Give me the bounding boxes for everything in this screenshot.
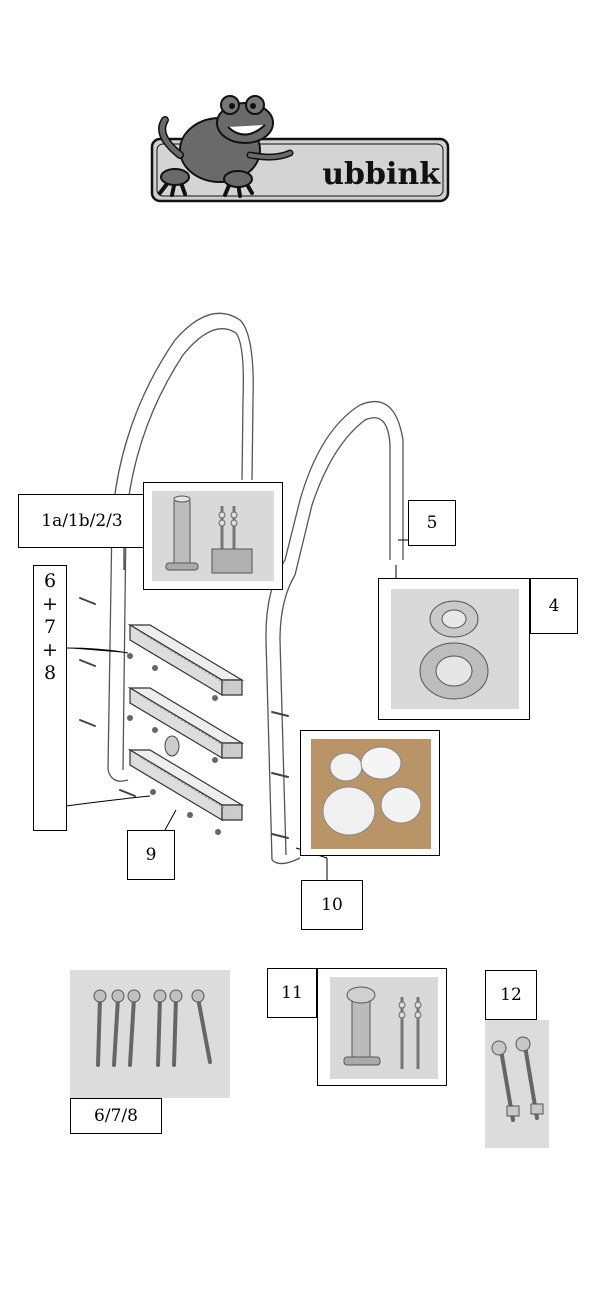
photo-tube-and-anchors xyxy=(152,491,274,581)
label-6-7-8-stack: 6 + 7 + 8 xyxy=(33,565,67,831)
stack-6: 6 xyxy=(43,570,57,592)
brand-text: ubbink xyxy=(322,157,440,192)
frog-icon xyxy=(150,95,300,200)
photo-frame-11 xyxy=(317,968,447,1086)
photo-escutcheons xyxy=(391,589,519,709)
label-4: 4 xyxy=(530,578,578,634)
stack-7: 7 xyxy=(43,616,57,638)
label-9: 9 xyxy=(127,830,175,880)
photo-frame-1a-1b-2-3 xyxy=(143,482,283,590)
stack-8: 8 xyxy=(43,662,57,684)
label-12: 12 xyxy=(485,970,537,1020)
photo-bolts-6-7-8 xyxy=(70,970,230,1098)
ubbink-logo: ubbink xyxy=(150,95,450,205)
label-5: 5 xyxy=(408,500,456,546)
label-6-7-8: 6/7/8 xyxy=(70,1098,162,1134)
label-11: 11 xyxy=(267,968,317,1018)
label-10: 10 xyxy=(301,880,363,930)
photo-frame-10 xyxy=(300,730,440,856)
stack-plus-1: + xyxy=(42,593,58,615)
photo-bolts-12 xyxy=(485,1020,549,1148)
stack-plus-2: + xyxy=(42,639,58,661)
photo-anchor-11 xyxy=(330,977,438,1079)
label-1a-1b-2-3: 1a/1b/2/3 xyxy=(18,494,146,548)
photo-plastic-cups xyxy=(311,739,431,849)
photo-frame-4 xyxy=(378,578,530,720)
